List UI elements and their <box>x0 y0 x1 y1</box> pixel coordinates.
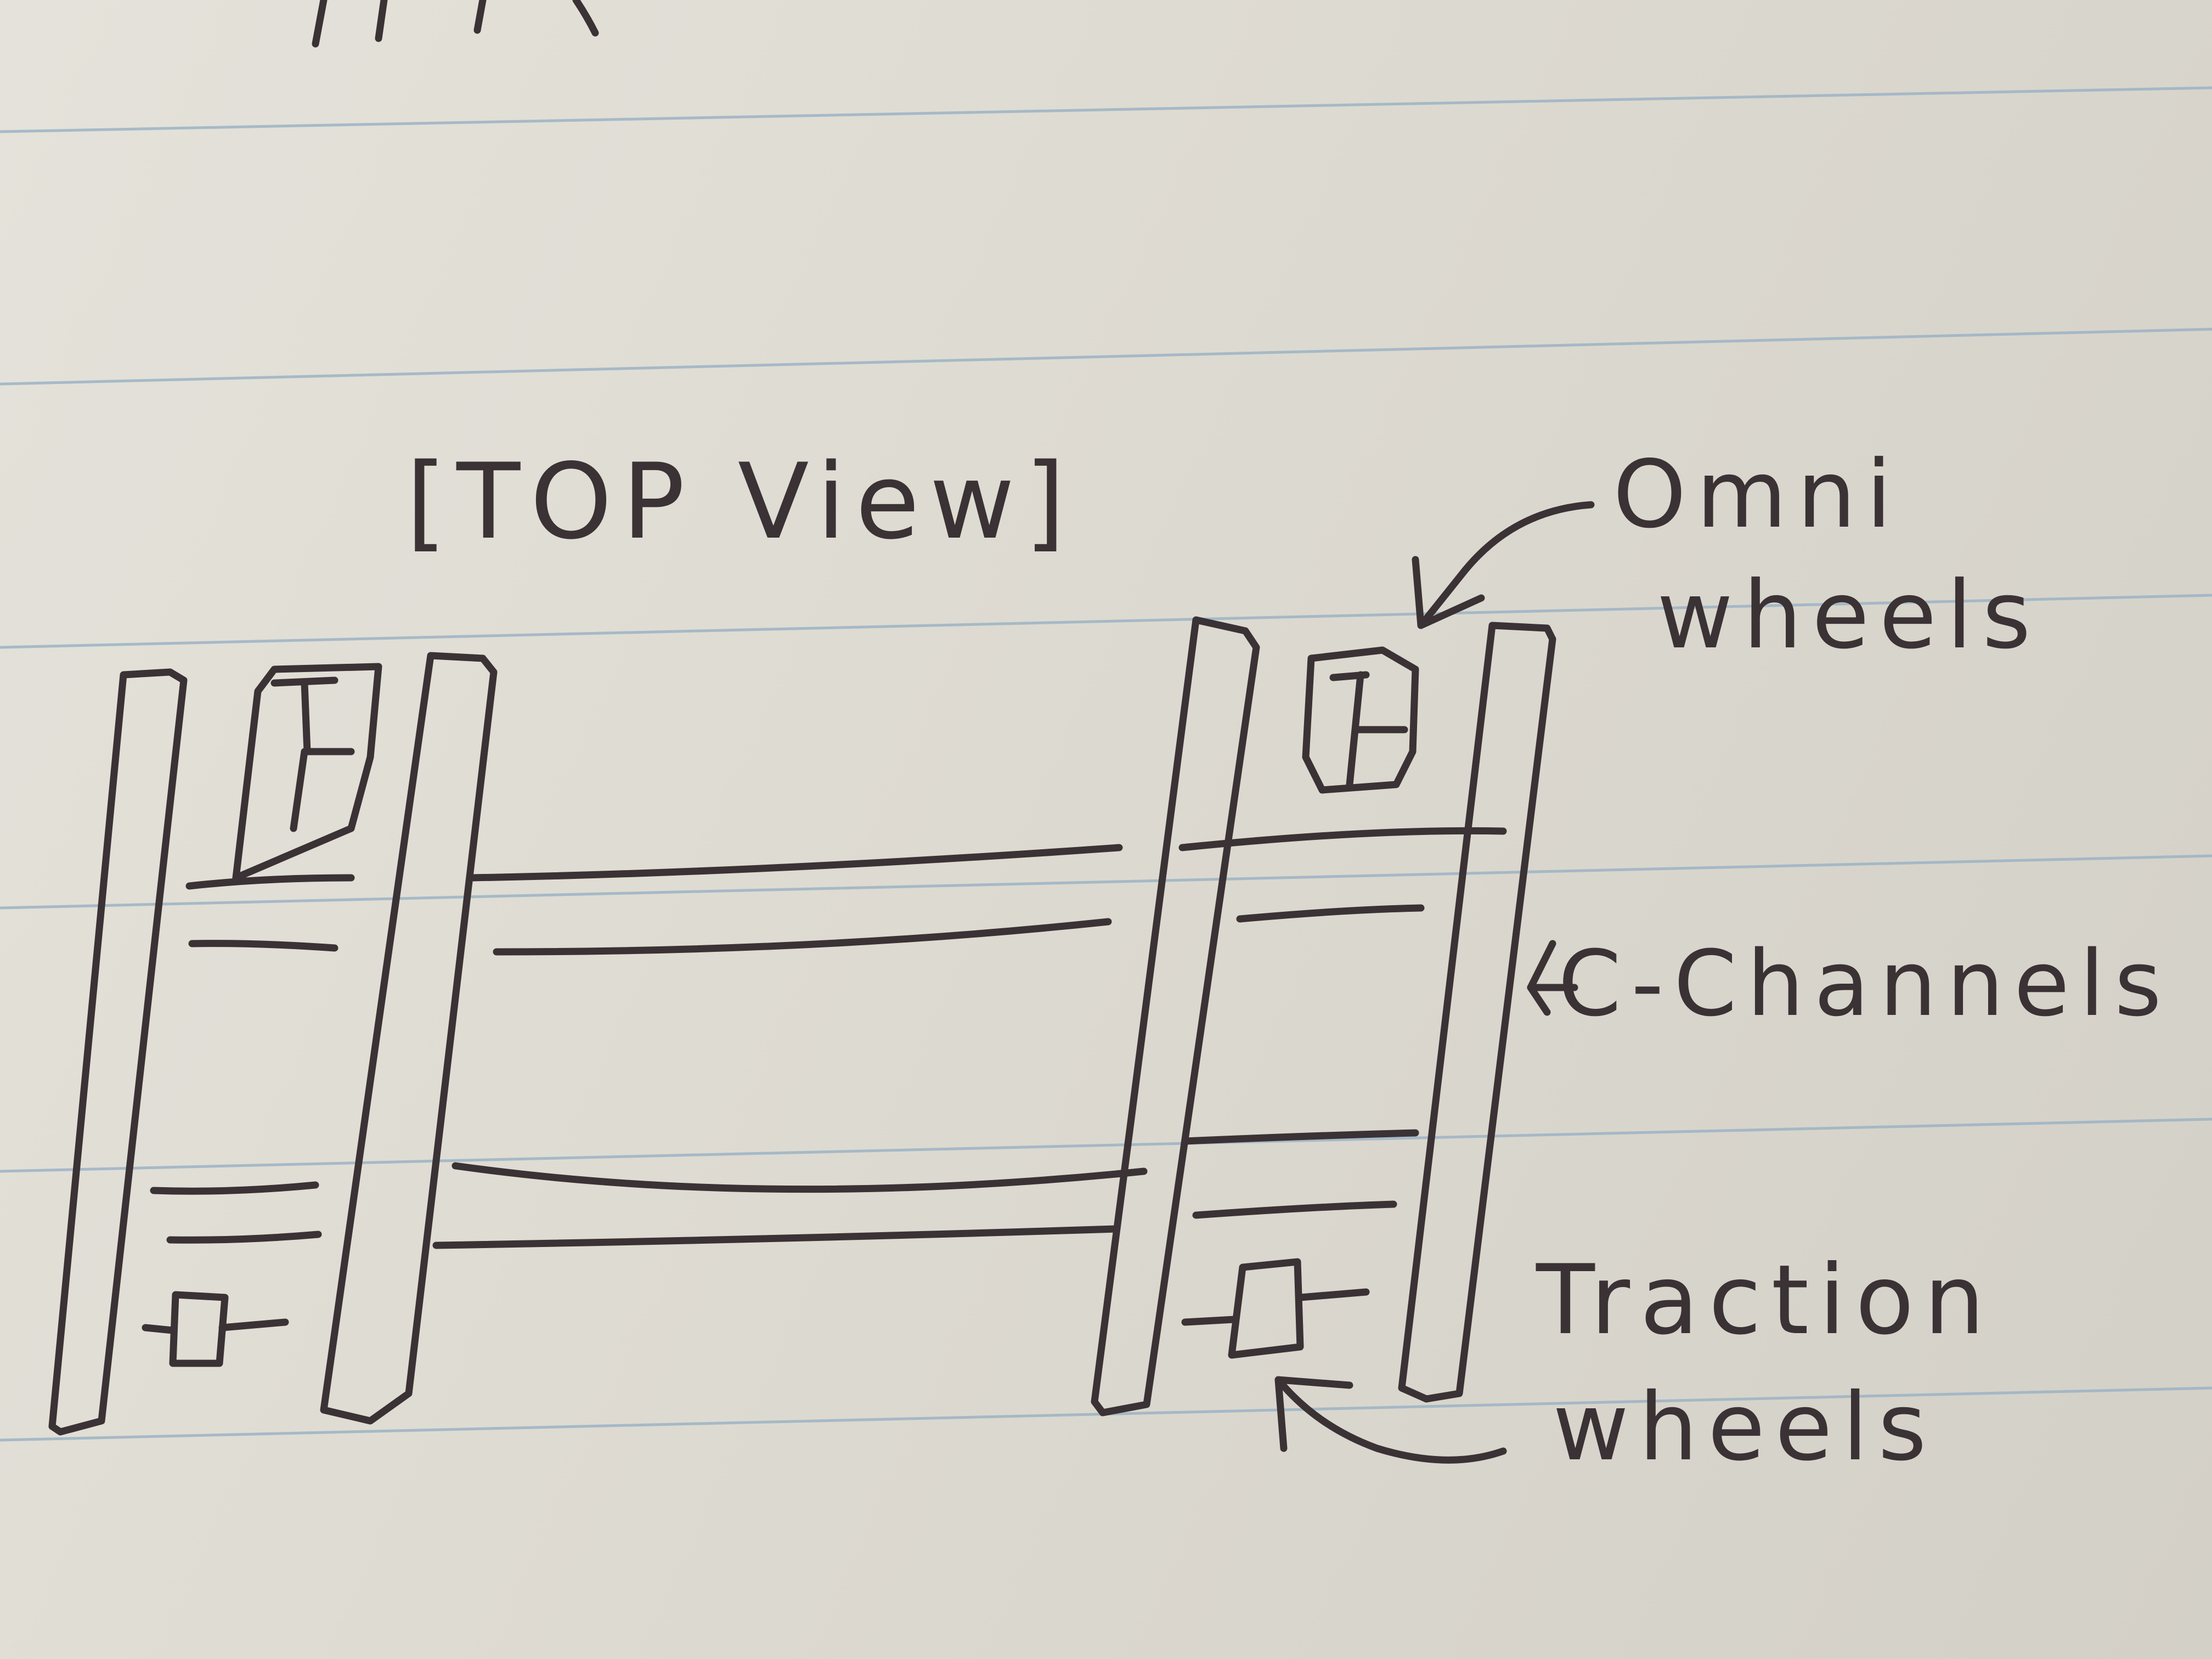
right-crossbar <box>1181 1129 1419 1145</box>
cropped-scribble <box>312 0 599 48</box>
omni-label-line2: wheels <box>1657 561 2041 670</box>
right-drive-module <box>1091 616 1556 1417</box>
traction-axle-left <box>142 1318 289 1334</box>
long-channel <box>432 1225 1120 1249</box>
left-crossbar <box>150 1181 319 1195</box>
ruled-lines <box>0 86 2212 1442</box>
traction-label-line1: Traction <box>1536 1245 1995 1356</box>
omni-arrow <box>1417 501 1595 629</box>
right-crossbar <box>1192 1200 1397 1219</box>
right-crossbar <box>1178 827 1507 851</box>
left-crossbar <box>188 940 338 952</box>
omni-wheel-left <box>232 663 382 882</box>
rule-line <box>0 854 2212 910</box>
traction-wheel-right <box>1228 1258 1304 1359</box>
omni-arrowhead <box>1412 556 1485 629</box>
left-crossbar <box>166 1231 322 1244</box>
rule-line <box>0 328 2212 386</box>
omni-wheel-right <box>1302 646 1419 794</box>
long-channel <box>493 918 1112 956</box>
diagram-title: [TOP View] <box>406 441 1075 562</box>
labels: Omni wheels C-Channels Traction wheels <box>1536 441 2171 1482</box>
traction-arrowhead <box>1274 1376 1353 1452</box>
c-channels-long <box>432 844 1148 1249</box>
right-crossbar <box>1236 904 1425 923</box>
long-channel <box>468 844 1123 882</box>
long-channel <box>452 1162 1148 1193</box>
rule-line <box>0 86 2212 133</box>
right-outer-rail <box>1091 616 1260 1417</box>
rule-line <box>0 594 2212 649</box>
traction-wheel-left <box>169 1291 229 1367</box>
left-drive-module <box>48 652 498 1436</box>
annotation-arrows <box>1274 501 1595 1464</box>
traction-label-line2: wheels <box>1553 1373 1937 1482</box>
right-inner-rail <box>1398 622 1556 1403</box>
left-outer-rail <box>48 668 188 1436</box>
traction-arrow <box>1274 1376 1507 1464</box>
traction-axle-right <box>1181 1288 1370 1326</box>
omni-label-line1: Omni <box>1613 441 1901 549</box>
channels-arrow <box>1527 940 1556 1016</box>
rule-line <box>0 1118 2212 1173</box>
left-crossbar <box>185 874 355 890</box>
channels-label: C-Channels <box>1558 931 2171 1036</box>
left-inner-rail <box>320 652 498 1425</box>
